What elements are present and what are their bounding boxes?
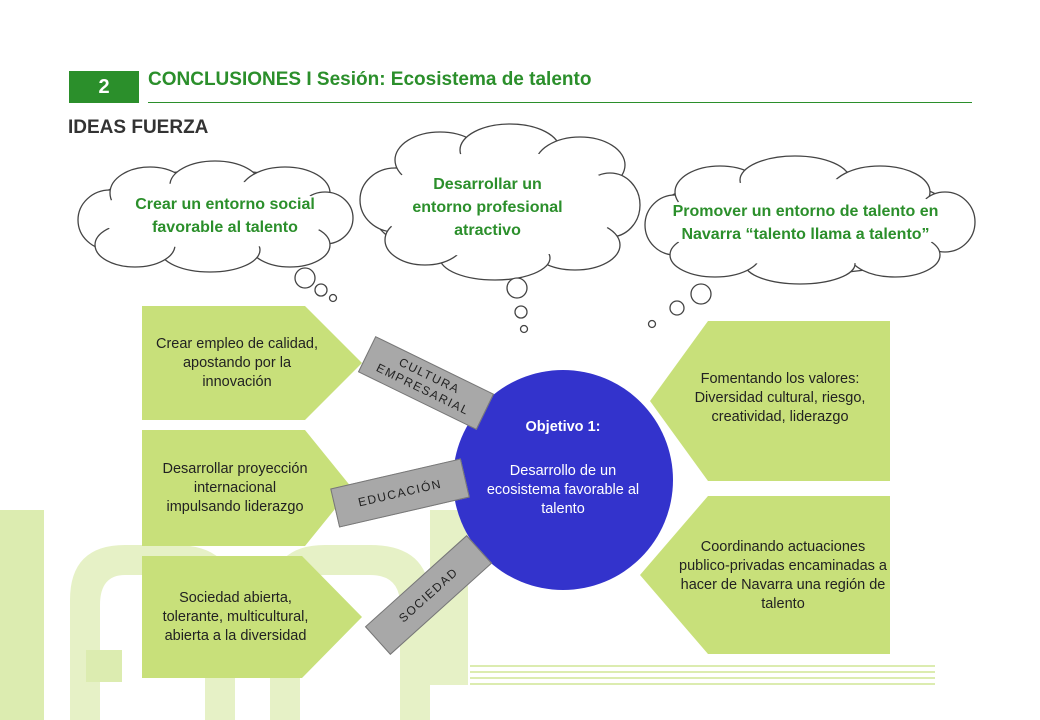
left-box-text-3: Sociedad abierta, tolerante, multicultur…	[162, 589, 309, 644]
objective-heading: Objetivo 1:	[525, 419, 601, 435]
watermark-dot	[86, 650, 122, 682]
left-box-text-1: Crear empleo de calidad, apostando por l…	[155, 335, 318, 390]
cloud-text-center: Desarrollar un entorno profesional atrac…	[412, 176, 563, 239]
objective-text: Desarrollo de un ecosistema favorable al…	[486, 463, 640, 517]
right-arrow-box-2	[640, 496, 890, 654]
page-title: CONCLUSIONES I Sesión: Ecosistema de tal…	[148, 69, 592, 90]
cloud-text-right: Promover un entorno de talento en Navarr…	[672, 202, 939, 243]
page-subtitle: IDEAS FUERZA	[68, 117, 209, 138]
left-arrow-box-1	[142, 306, 362, 420]
right-arrow-box-1	[650, 321, 890, 481]
left-arrow-box-3	[142, 556, 362, 678]
section-number-badge: 2	[69, 71, 139, 103]
objective-circle	[453, 370, 673, 590]
thought-bubbles	[294, 267, 712, 334]
left-arrow-box-2	[142, 430, 352, 546]
right-box-text-2: Coordinando actuaciones publico-privadas…	[679, 539, 887, 612]
cloud-text-left: Crear un entorno social favorable al tal…	[135, 196, 315, 236]
title-underline	[148, 102, 972, 103]
watermark-bar	[0, 510, 44, 720]
left-box-text-2: Desarrollar proyección internacional imp…	[162, 460, 308, 515]
watermark-lines	[470, 665, 935, 685]
right-box-text-1: Fomentando los valores: Diversidad cultu…	[694, 370, 866, 425]
